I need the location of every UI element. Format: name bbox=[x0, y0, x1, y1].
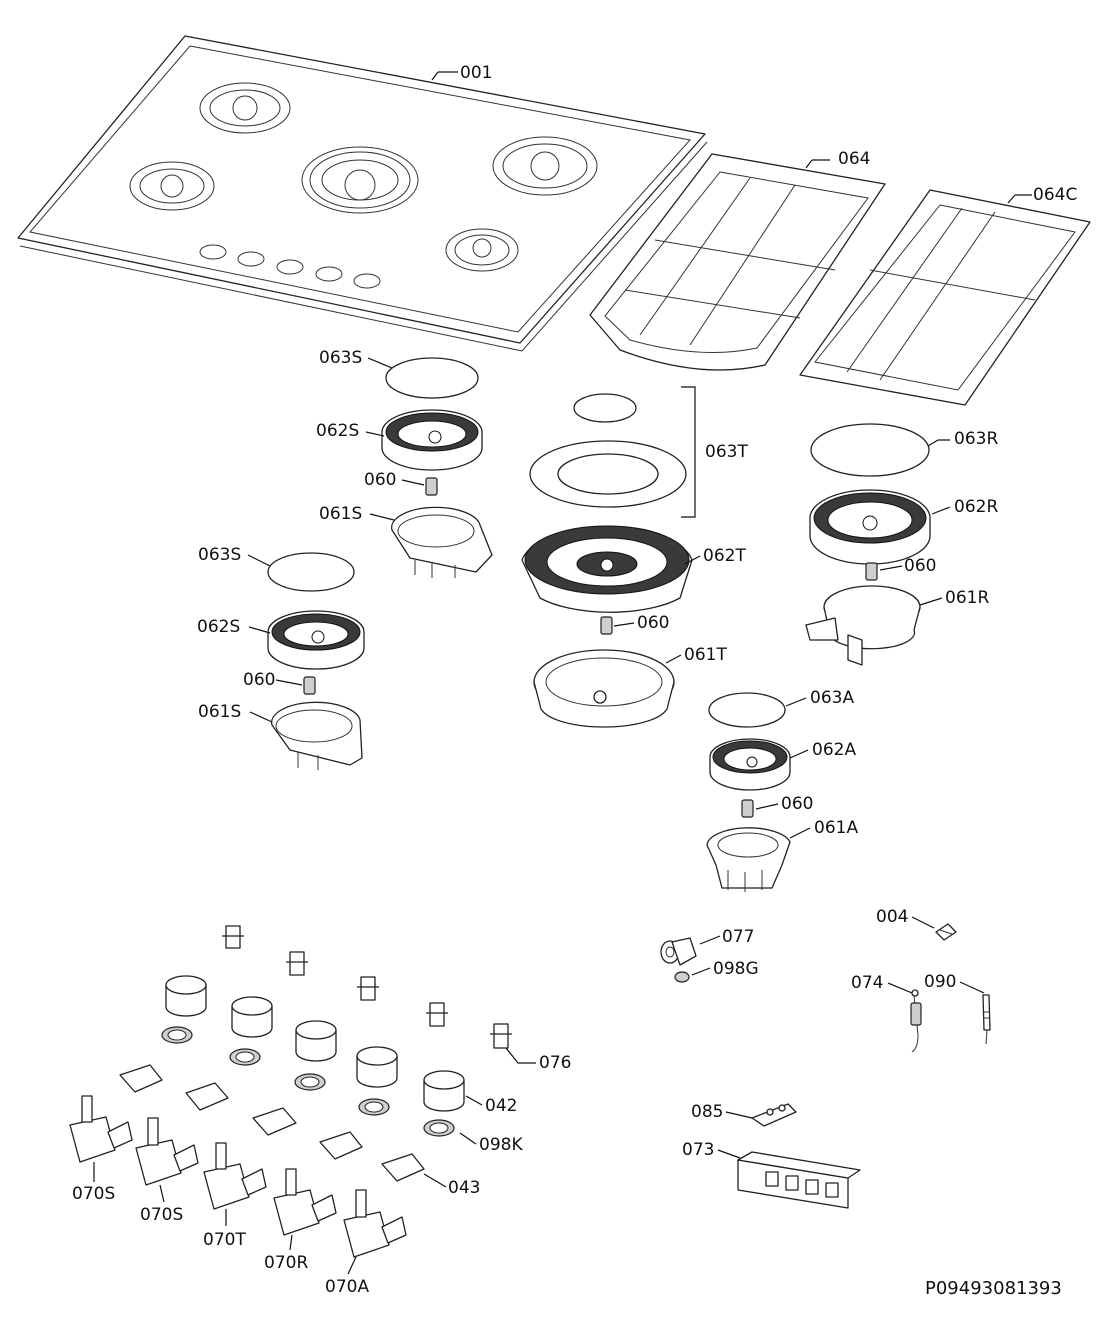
part-061S-burner-body[interactable] bbox=[391, 506, 493, 578]
label-060-t: 060 bbox=[637, 613, 669, 633]
part-060-injector-b[interactable] bbox=[303, 676, 316, 695]
part-060-injector[interactable] bbox=[425, 477, 438, 496]
part-062T-flame-spreader[interactable] bbox=[521, 525, 693, 613]
part-061T-burner-body[interactable] bbox=[533, 649, 675, 728]
part-060-injector-r[interactable] bbox=[865, 562, 878, 581]
label-070S-a: 070S bbox=[72, 1184, 115, 1204]
label-061A: 061A bbox=[814, 818, 858, 838]
label-062R: 062R bbox=[954, 497, 998, 517]
label-042: 042 bbox=[485, 1096, 517, 1116]
part-074-spark-electrode[interactable] bbox=[910, 989, 922, 1053]
label-001: 001 bbox=[460, 63, 492, 83]
part-073-spark-generator[interactable] bbox=[737, 1151, 861, 1209]
label-085: 085 bbox=[691, 1102, 723, 1122]
label-090: 090 bbox=[924, 972, 956, 992]
part-063R-burner-cap[interactable] bbox=[810, 423, 930, 477]
label-061R: 061R bbox=[945, 588, 989, 608]
part-060-injector-t[interactable] bbox=[600, 616, 613, 635]
label-062S-b: 062S bbox=[197, 617, 240, 637]
part-070R-valve[interactable] bbox=[273, 1168, 337, 1236]
part-061R-burner-body[interactable] bbox=[805, 585, 921, 666]
label-070S-b: 070S bbox=[140, 1205, 183, 1225]
part-090-thermocouple[interactable] bbox=[982, 994, 991, 1045]
part-063A-burner-cap[interactable] bbox=[708, 692, 786, 728]
leader-lines bbox=[93, 71, 1032, 1275]
part-064-pan-support[interactable] bbox=[589, 153, 886, 371]
label-098G: 098G bbox=[713, 959, 759, 979]
label-063S-b: 063S bbox=[198, 545, 241, 565]
label-061T: 061T bbox=[684, 645, 727, 665]
label-063R: 063R bbox=[954, 429, 998, 449]
label-070T: 070T bbox=[203, 1230, 246, 1250]
label-064: 064 bbox=[838, 149, 870, 169]
label-062A: 062A bbox=[812, 740, 856, 760]
part-085-cable-clip[interactable] bbox=[751, 1103, 797, 1127]
part-064C-pan-support[interactable] bbox=[799, 189, 1091, 406]
part-062S-flame-spreader[interactable] bbox=[381, 409, 483, 471]
part-098K-seals[interactable] bbox=[161, 1026, 455, 1137]
label-060-r: 060 bbox=[904, 556, 936, 576]
label-061S-a: 061S bbox=[319, 504, 362, 524]
label-062S-a: 062S bbox=[316, 421, 359, 441]
label-004: 004 bbox=[876, 907, 908, 927]
label-062T: 062T bbox=[703, 546, 746, 566]
part-070T-valve[interactable] bbox=[203, 1142, 267, 1210]
label-061S-b: 061S bbox=[198, 702, 241, 722]
label-077: 077 bbox=[722, 927, 754, 947]
label-063A: 063A bbox=[810, 688, 854, 708]
label-063T: 063T bbox=[705, 442, 748, 462]
part-077-elbow-fitting[interactable] bbox=[660, 937, 697, 966]
part-070S-valve-a[interactable] bbox=[69, 1095, 133, 1163]
label-060-c: 060 bbox=[781, 794, 813, 814]
label-070R: 070R bbox=[264, 1253, 308, 1273]
part-063S-burner-cap-b[interactable] bbox=[267, 552, 355, 592]
part-labels: 001 064 064C 063S 062S 060 061S 063T 063… bbox=[72, 63, 1077, 1299]
part-098G-seal[interactable] bbox=[674, 971, 690, 983]
part-001-hob-top[interactable] bbox=[17, 35, 708, 352]
label-098K: 098K bbox=[479, 1135, 523, 1155]
part-043-ignition-switches[interactable] bbox=[119, 1064, 425, 1182]
part-062S-flame-spreader-b[interactable] bbox=[267, 610, 365, 670]
part-063S-burner-cap[interactable] bbox=[385, 357, 479, 399]
drawing-code: P09493081393 bbox=[925, 1278, 1062, 1299]
part-004-clip[interactable] bbox=[935, 923, 957, 941]
part-070S-valve-b[interactable] bbox=[135, 1117, 199, 1186]
label-043: 043 bbox=[448, 1178, 480, 1198]
part-062A-flame-spreader[interactable] bbox=[709, 738, 791, 791]
label-064C: 064C bbox=[1033, 185, 1077, 205]
label-074: 074 bbox=[851, 973, 883, 993]
label-060-b: 060 bbox=[243, 670, 275, 690]
label-063S-a: 063S bbox=[319, 348, 362, 368]
label-073: 073 bbox=[682, 1140, 714, 1160]
part-061S-burner-body-b[interactable] bbox=[271, 701, 363, 770]
part-070A-valve[interactable] bbox=[343, 1189, 407, 1258]
part-062R-flame-spreader[interactable] bbox=[809, 489, 931, 565]
label-070A: 070A bbox=[325, 1277, 369, 1297]
part-076-brackets[interactable] bbox=[222, 925, 512, 1049]
label-076: 076 bbox=[539, 1053, 571, 1073]
part-061A-burner-body[interactable] bbox=[706, 827, 791, 892]
part-060-injector-a[interactable] bbox=[741, 799, 754, 818]
part-063T-cap-ring[interactable] bbox=[529, 440, 687, 508]
part-042-knobs[interactable] bbox=[165, 975, 465, 1112]
label-060-a: 060 bbox=[364, 470, 396, 490]
part-063T-cap-inner[interactable] bbox=[573, 393, 637, 423]
